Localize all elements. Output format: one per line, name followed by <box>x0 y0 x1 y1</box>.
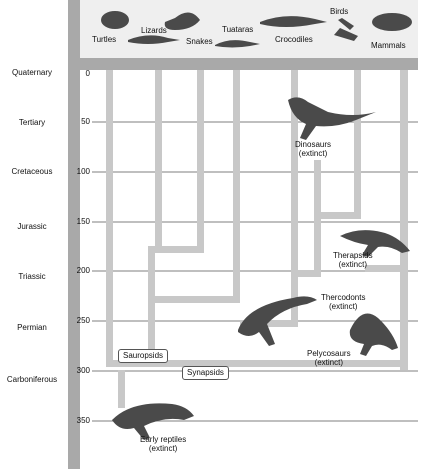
branch-birds <box>354 70 361 219</box>
branch-dinosaurs <box>314 160 321 277</box>
label-birds: Birds <box>330 7 349 16</box>
time-gridlines <box>92 121 418 422</box>
phylogeny-branches <box>106 70 408 408</box>
label-early-reptiles: Early reptiles (extinct) <box>140 435 187 454</box>
clade-synapsids: Synapsids <box>182 366 229 380</box>
label-therapsids-status: (extinct) <box>338 259 368 269</box>
period-carboniferous: Carboniferous <box>6 375 58 384</box>
present-bar <box>80 58 418 70</box>
label-pelycosaurs-name: Pelycosaurs <box>307 349 351 358</box>
label-snakes: Snakes <box>186 37 213 46</box>
label-turtles: Turtles <box>92 35 117 44</box>
snake-icon <box>164 12 200 30</box>
label-dinosaurs-status: (extinct) <box>298 148 328 158</box>
branch-therapsid-link <box>365 265 408 272</box>
period-cretaceous: Cretaceous <box>11 167 53 176</box>
branch-lepido-fork <box>148 246 204 253</box>
early-reptile-icon <box>112 403 194 440</box>
label-mammals: Mammals <box>371 41 406 50</box>
branch-split <box>106 360 408 367</box>
pelycosaur-icon <box>349 313 398 356</box>
tick-150: 150 <box>76 217 90 226</box>
branch-fork-archosaur <box>148 296 240 303</box>
thecodont-icon <box>238 296 317 346</box>
label-crocodiles: Crocodiles <box>275 35 313 44</box>
label-thercodonts: Thercodonts (extinct) <box>321 293 366 312</box>
branch-crocodiles <box>291 70 298 320</box>
label-lizards: Lizards <box>141 26 167 35</box>
header-strip <box>68 0 418 60</box>
period-permian: Permian <box>17 323 47 332</box>
branch-thecodont-link <box>240 320 298 327</box>
bird-icon <box>334 18 358 41</box>
branch-root <box>118 370 125 408</box>
therapsid-icon <box>340 230 410 257</box>
tick-100: 100 <box>76 167 90 176</box>
branch-turtles <box>106 70 113 365</box>
branch-dino-link <box>291 270 321 277</box>
period-triassic: Triassic <box>18 272 46 281</box>
branch-lizards <box>155 70 162 250</box>
tick-350: 350 <box>76 416 90 425</box>
mammal-icon <box>372 13 412 31</box>
label-tuataras: Tuataras <box>222 25 254 34</box>
label-dinosaurs-name: Dinosaurs <box>295 140 332 149</box>
branch-mammals <box>400 70 408 370</box>
animal-illustrations <box>101 11 412 440</box>
branch-tuataras <box>233 70 240 303</box>
label-thercodonts-name: Thercodonts <box>321 293 366 302</box>
tick-200: 200 <box>76 266 90 275</box>
label-therapsids-name: Therapsids <box>333 251 373 260</box>
label-thercodonts-status: (extinct) <box>329 301 358 311</box>
branch-diapsid-stem <box>148 250 155 365</box>
tick-250: 250 <box>76 316 90 325</box>
label-pelycosaurs: Pelycosaurs (extinct) <box>307 349 351 368</box>
period-tertiary: Tertiary <box>18 118 46 127</box>
crocodile-icon <box>260 16 327 27</box>
label-pelycosaurs-status: (extinct) <box>314 357 344 367</box>
period-quaternary: Quaternary <box>11 68 53 77</box>
label-early-reptiles-name: Early reptiles <box>140 435 187 444</box>
branch-snakes <box>197 70 204 253</box>
label-therapsids: Therapsids (extinct) <box>333 251 373 270</box>
turtle-icon <box>101 11 129 29</box>
tick-0: 0 <box>85 69 90 78</box>
tick-300: 300 <box>76 366 90 375</box>
tick-50: 50 <box>81 117 90 126</box>
clade-sauropsids: Sauropsids <box>118 349 169 363</box>
label-early-reptiles-status: (extinct) <box>148 443 178 453</box>
lizard-icon <box>128 35 180 44</box>
period-jurassic: Jurassic <box>17 222 47 231</box>
time-axis-bar <box>68 0 80 469</box>
dinosaur-icon <box>288 97 376 140</box>
tuatara-icon <box>215 40 260 48</box>
branch-birds-link <box>321 212 361 219</box>
label-dinosaurs: Dinosaurs (extinct) <box>295 140 332 159</box>
